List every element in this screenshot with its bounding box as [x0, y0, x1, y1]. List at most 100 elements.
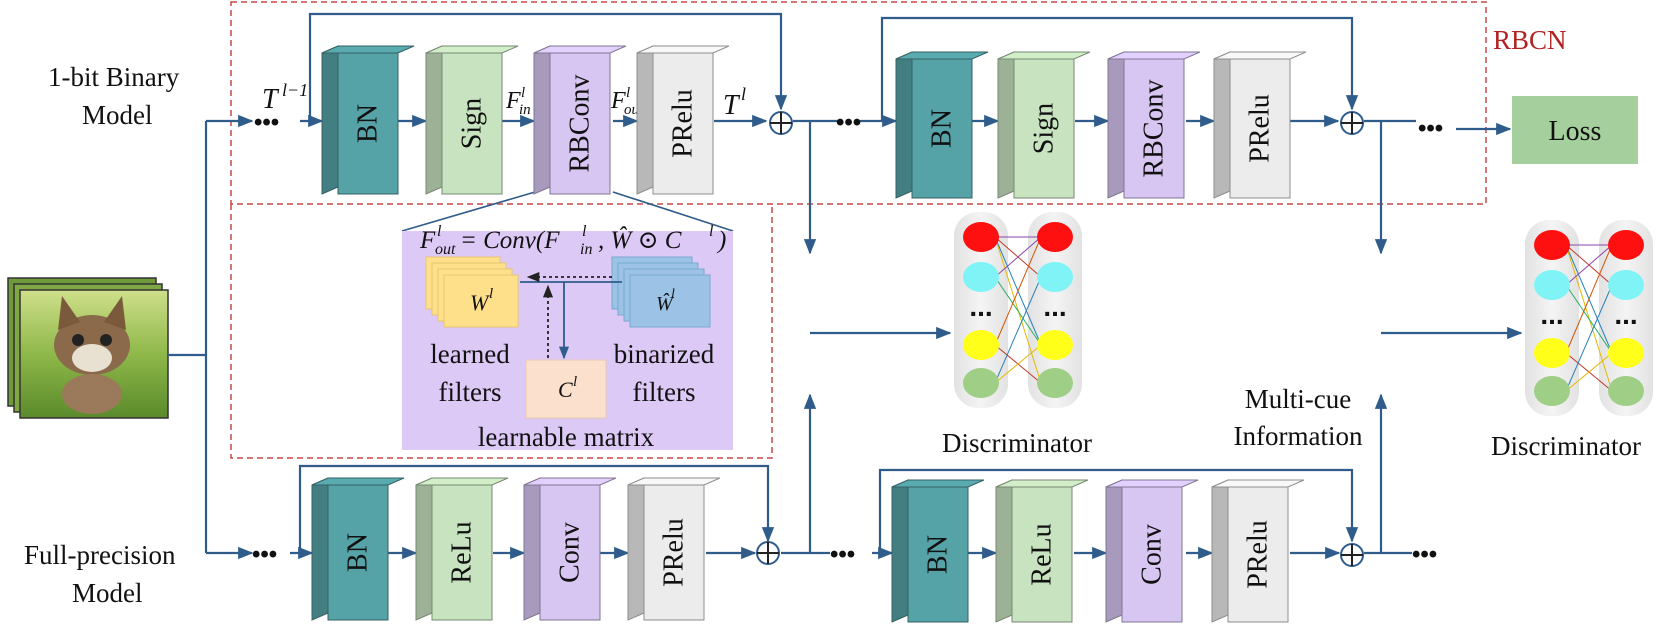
- svg-text:l: l: [741, 84, 746, 104]
- block-label: RBConv: [1139, 79, 1170, 177]
- discriminator-2: ......: [1525, 220, 1653, 416]
- discriminator-edge: [1565, 244, 1613, 354]
- svg-text:): ): [716, 227, 726, 254]
- discriminator-column: [1599, 220, 1653, 416]
- discriminator-edge: [1565, 284, 1613, 392]
- svg-text:l: l: [671, 287, 675, 302]
- sum-node-binary-2: [1340, 111, 1364, 135]
- ellipsis-binary-mid: •••: [836, 109, 861, 136]
- svg-text:= Conv(F: = Conv(F: [460, 227, 560, 254]
- svg-text:Ŵ: Ŵ: [656, 291, 675, 315]
- block-fp-row-1-conv: Conv: [523, 477, 617, 621]
- binarized-filters-stack: Ŵ l: [611, 256, 711, 328]
- svg-text:in: in: [519, 102, 531, 118]
- discriminator-edge: [994, 236, 1042, 346]
- binary-model-label-2: Model: [82, 100, 153, 130]
- svg-text:l: l: [573, 374, 577, 390]
- discriminator-edge: [1565, 244, 1613, 392]
- discriminator-2-label: Discriminator: [1491, 431, 1641, 461]
- multicue-label-1: Multi-cue: [1245, 384, 1351, 414]
- block-binary-row-2-prelu: PRelu: [1213, 51, 1307, 199]
- block-label: PRelu: [1243, 520, 1274, 588]
- svg-text:F: F: [610, 88, 626, 114]
- equation: F l out = Conv(F l in , Ŵ ⊙ C l ): [419, 223, 726, 258]
- discriminator-node-red: [963, 222, 999, 252]
- discriminator-node-green: [1037, 368, 1073, 398]
- discriminator-edge: [1565, 244, 1613, 286]
- svg-text:l: l: [709, 223, 714, 240]
- block-label: BN: [923, 535, 954, 574]
- block-binary-row-1-bn: BN: [321, 45, 415, 195]
- fp-model-label-1: Full-precision: [24, 540, 176, 570]
- svg-text:, Ŵ ⊙ C: , Ŵ ⊙ C: [598, 225, 682, 254]
- discriminator-node-green: [963, 368, 999, 398]
- block-fp-row-2-prelu: PRelu: [1211, 479, 1305, 623]
- discriminator-edge: [994, 276, 1042, 346]
- discriminator-node-green: [1608, 376, 1644, 406]
- block-label: PRelu: [1245, 94, 1276, 162]
- sum-node-fp-2: [1340, 543, 1364, 567]
- block-binary-row-1-sign: Sign: [425, 45, 519, 195]
- svg-text:l: l: [521, 85, 525, 101]
- svg-text:l: l: [582, 223, 587, 240]
- block-label: RBConv: [565, 74, 596, 172]
- svg-text:l: l: [489, 286, 493, 302]
- block-label: ReLu: [1027, 523, 1058, 585]
- discriminator-edge: [1565, 352, 1613, 392]
- t-l-label: T l: [723, 84, 746, 121]
- input-image: [7, 277, 169, 419]
- sum-node-fp-1: [756, 541, 780, 565]
- learned-filters-stack: W l: [425, 256, 519, 328]
- discriminator-column: [1525, 220, 1579, 416]
- discriminator-ellipsis: ...: [1614, 299, 1637, 330]
- block-fp-row-1-prelu: PRelu: [627, 477, 721, 621]
- block-fp-row-2-relu: ReLu: [995, 479, 1089, 623]
- block-label: BN: [343, 533, 374, 572]
- block-fp-row-1-bn: BN: [311, 477, 405, 621]
- svg-text:in: in: [580, 241, 592, 258]
- binarized-filters-label-1: binarized: [614, 339, 715, 369]
- discriminator-edge: [994, 344, 1042, 384]
- block-fp-row-1-relu: ReLu: [415, 477, 509, 621]
- rbcn-label: RBCN: [1493, 25, 1567, 55]
- ellipsis-fp-mid: •••: [830, 541, 855, 568]
- block-label: Conv: [555, 522, 586, 583]
- discriminator-node-yellow: [1534, 338, 1570, 368]
- discriminator-node-yellow: [963, 330, 999, 360]
- learnable-matrix-panel: F l out = Conv(F l in , Ŵ ⊙ C l ) W l Ŵ …: [402, 223, 733, 452]
- discriminator-node-yellow: [1608, 338, 1644, 368]
- discriminator-column: [1028, 212, 1082, 408]
- block-binary-row-2-bn: BN: [895, 51, 989, 199]
- connections: [168, 12, 1523, 560]
- block-label: BN: [353, 104, 384, 143]
- learned-filters-label-2: filters: [439, 377, 502, 407]
- fp-model-label-2: Model: [72, 578, 143, 608]
- multicue-label-2: Information: [1234, 421, 1363, 451]
- ellipsis-binary-out: •••: [1418, 115, 1443, 142]
- ellipsis-fp-in: •••: [252, 541, 277, 568]
- ellipsis-fp-out: •••: [1412, 541, 1437, 568]
- svg-text:C: C: [558, 377, 573, 402]
- sum-node-binary-1: [769, 111, 793, 135]
- discriminator-column: [954, 212, 1008, 408]
- svg-text:l: l: [437, 223, 442, 240]
- svg-text:l: l: [626, 85, 630, 101]
- block-label: PRelu: [659, 518, 690, 586]
- discriminator-ellipsis: ...: [1540, 299, 1563, 330]
- svg-text:l−1: l−1: [282, 80, 308, 100]
- loss-label: Loss: [1549, 116, 1602, 147]
- discriminator-node-green: [1534, 376, 1570, 406]
- discriminator-ellipsis: ...: [969, 291, 992, 322]
- t-prev-label: T l−1: [262, 80, 308, 115]
- discriminator-node-red: [1534, 230, 1570, 260]
- block-label: Sign: [457, 98, 488, 149]
- binarized-filters-label-2: filters: [633, 377, 696, 407]
- svg-text:T: T: [262, 84, 280, 115]
- svg-text:F: F: [419, 227, 436, 254]
- block-binary-row-2-rbconv: RBConv: [1107, 51, 1201, 199]
- discriminator-node-red: [1608, 230, 1644, 260]
- discriminator-1: ......: [954, 212, 1082, 408]
- discriminator-node-cyan: [1534, 270, 1570, 300]
